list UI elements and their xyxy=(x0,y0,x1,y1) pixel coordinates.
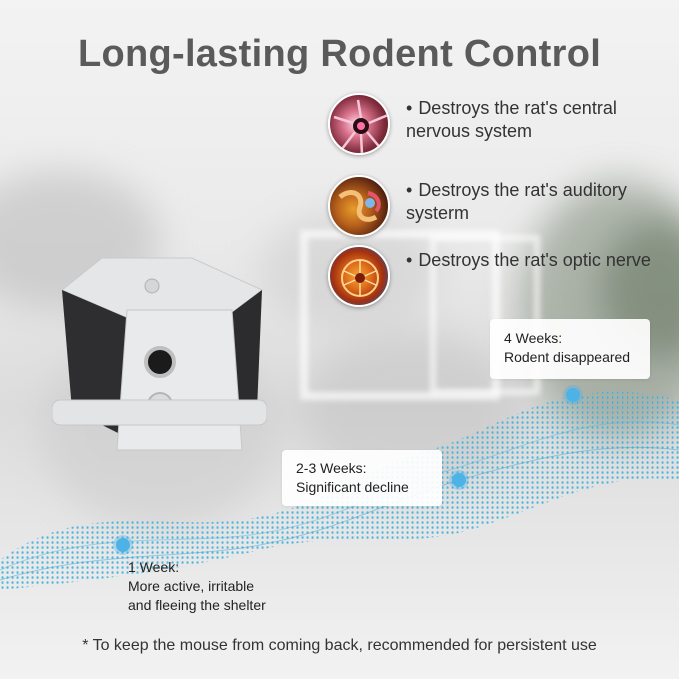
feature-text: Destroys the rat's optic nerve xyxy=(418,250,651,270)
feature-auditory: •Destroys the rat's auditory systerm xyxy=(328,175,656,237)
feature-nervous-system: •Destroys the rat's central nervous syst… xyxy=(328,93,656,155)
eye-icon xyxy=(328,245,390,307)
stage-card-2-3-weeks: 2-3 Weeks: Significant decline xyxy=(282,450,442,506)
stage-label: 2-3 Weeks: xyxy=(296,460,367,476)
stage-description-line1: More active, irritable xyxy=(128,578,255,594)
timeline-marker-4-weeks xyxy=(566,388,580,402)
stage-description-line2: and fleeing the shelter xyxy=(128,597,266,613)
bullet: • xyxy=(406,250,413,270)
feature-text: Destroys the rat's auditory systerm xyxy=(406,180,627,223)
ear-icon xyxy=(328,175,390,237)
stage-card-4-weeks: 4 Weeks: Rodent disappeared xyxy=(490,319,650,379)
timeline-marker-1-week xyxy=(116,538,130,552)
stage-description: Significant decline xyxy=(296,479,409,495)
footer-note: * To keep the mouse from coming back, re… xyxy=(82,637,597,654)
page-title: Long-lasting Rodent Control xyxy=(77,33,602,75)
feature-optic: •Destroys the rat's optic nerve xyxy=(328,245,656,307)
timeline-marker-2-3-weeks xyxy=(452,473,466,487)
stage-card-1-week: 1 Week: More active, irritable and fleei… xyxy=(118,549,308,621)
stage-label: 1 Week: xyxy=(128,559,180,575)
feature-text: Destroys the rat's central nervous syste… xyxy=(406,98,617,141)
neuron-icon xyxy=(328,93,390,155)
stage-description: Rodent disappeared xyxy=(504,349,631,365)
bullet: • xyxy=(406,180,413,200)
stage-label: 4 Weeks: xyxy=(504,330,563,346)
repeller-device xyxy=(52,257,267,451)
bullet: • xyxy=(406,98,413,118)
